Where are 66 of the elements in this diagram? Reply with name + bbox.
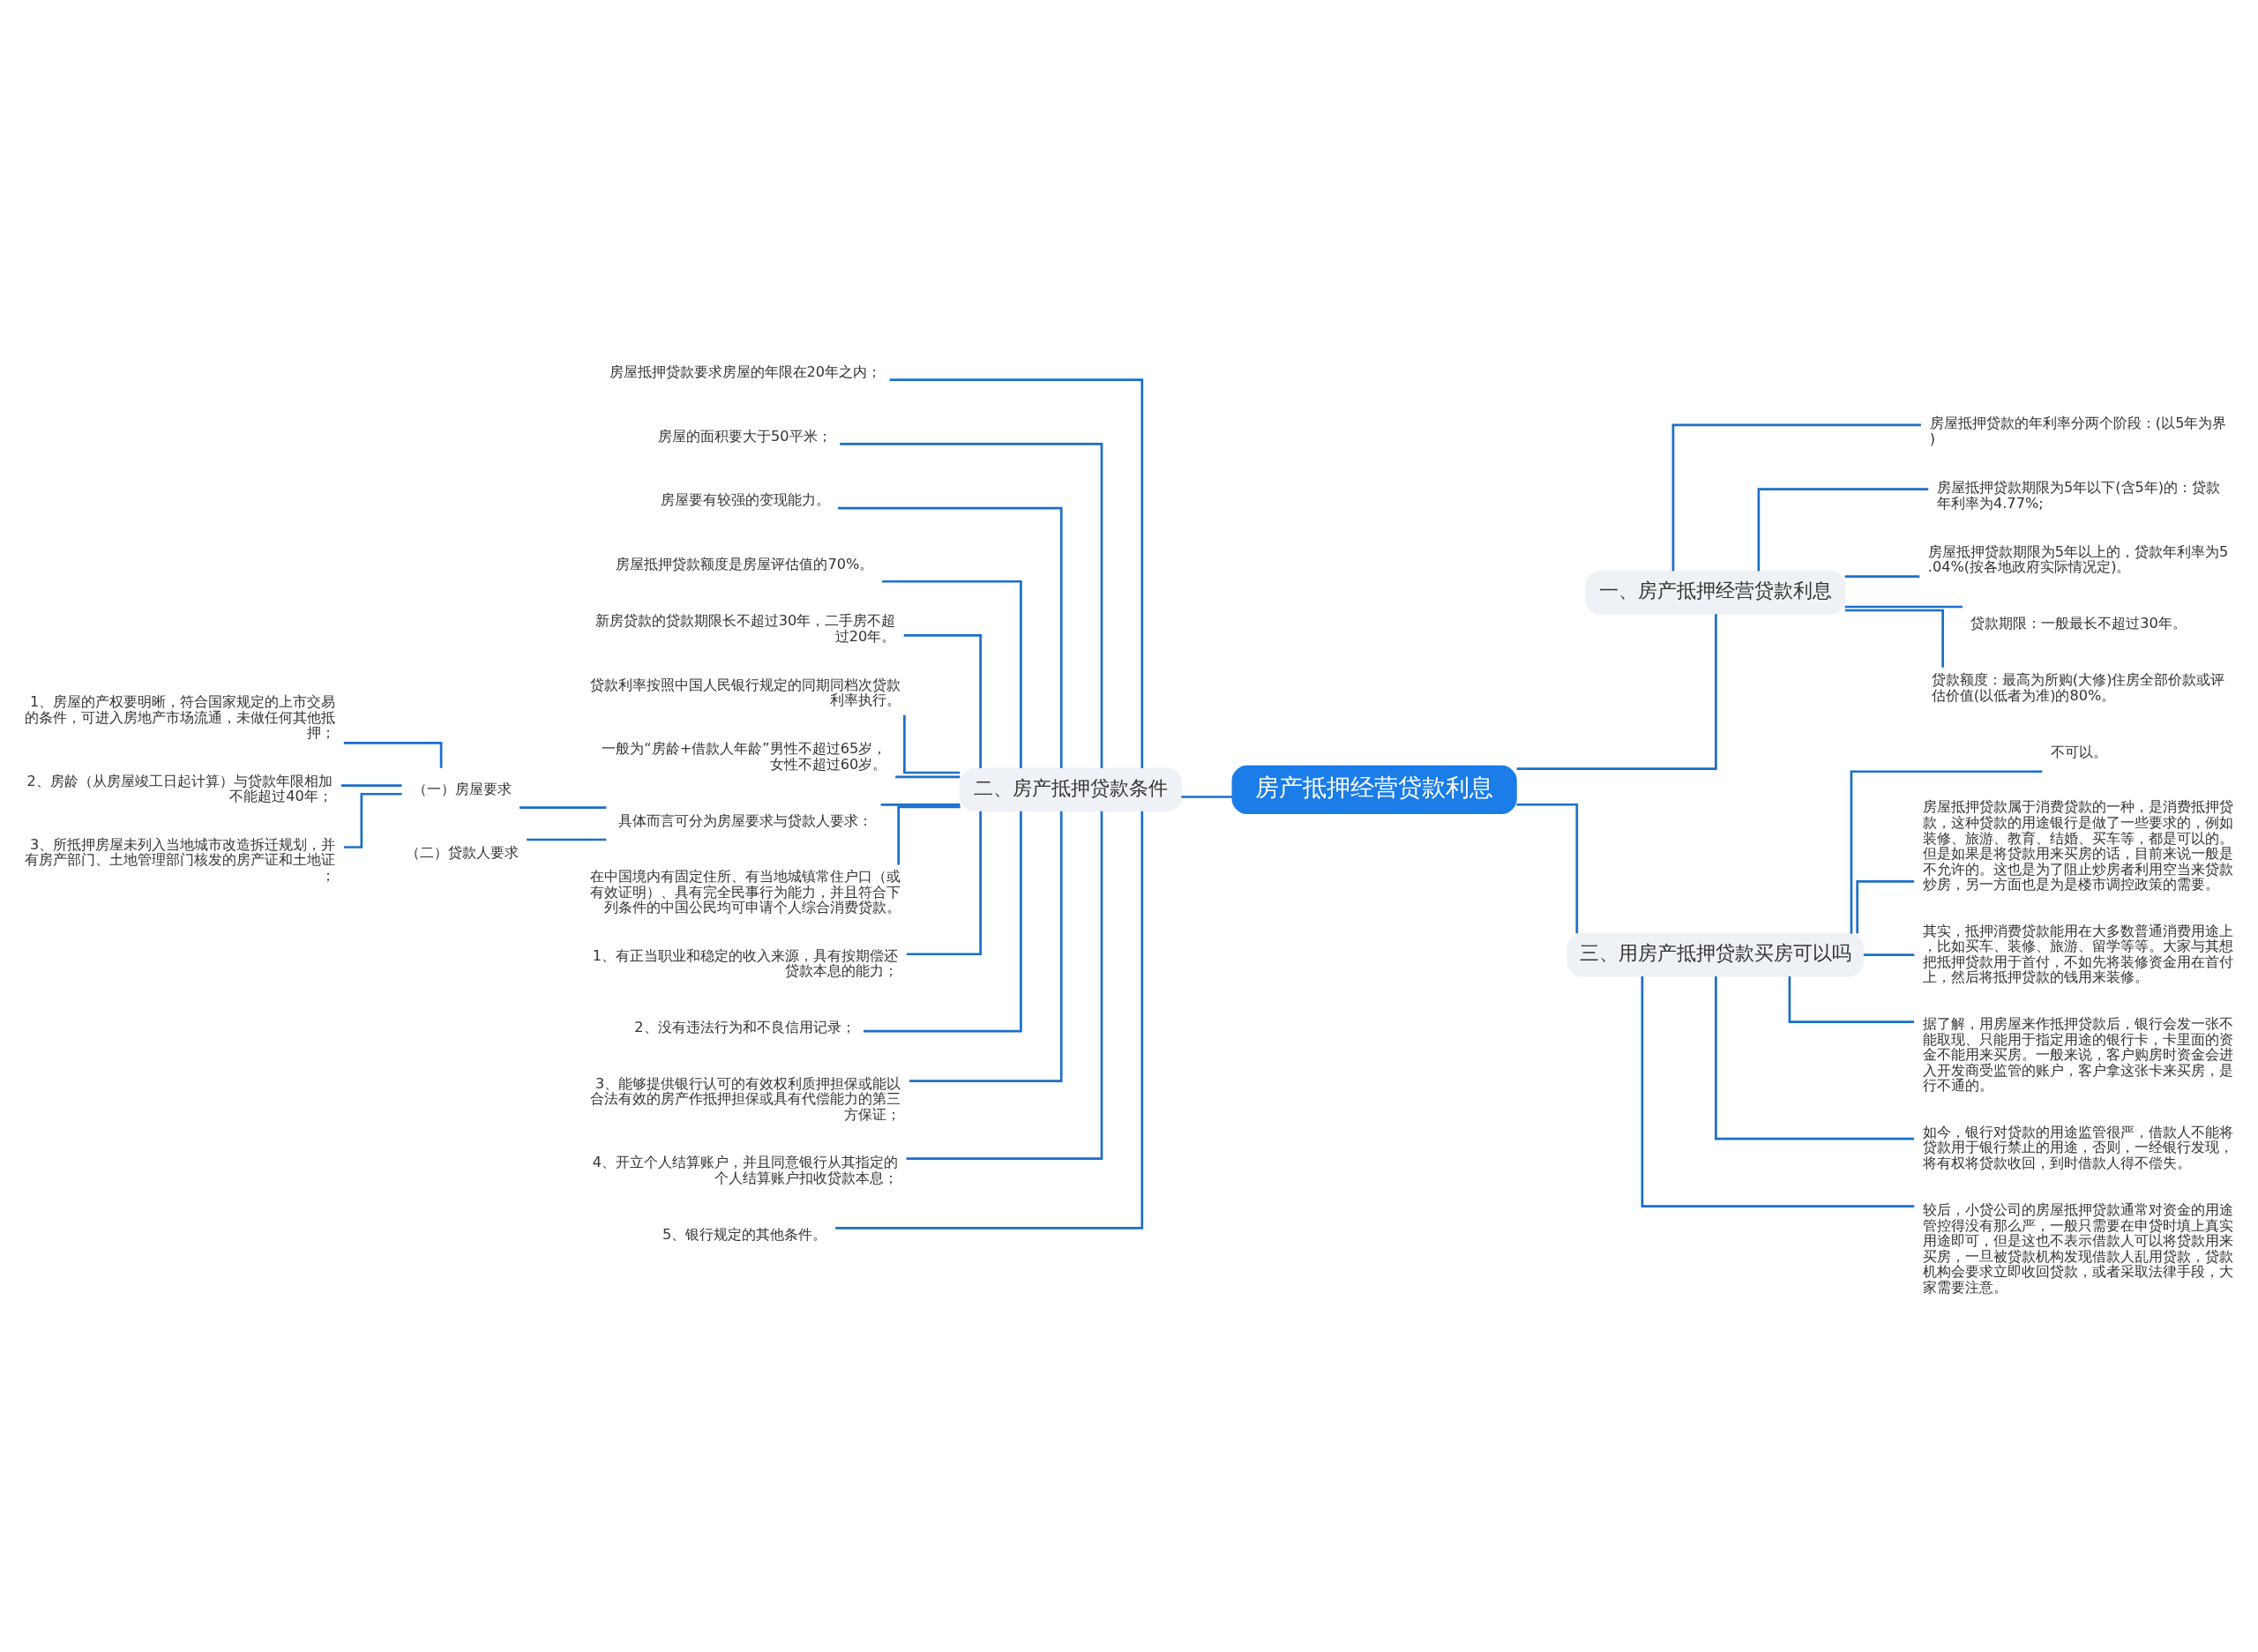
node-text: 如今，银行对贷款的用途监管很严，借款人不能将贷款用于银行禁止的用途，否则，一经银行发现，将有权将贷款收回，到时借款人得不偿失。: [1922, 1123, 2233, 1171]
node-text: 房屋抵押贷款的年利率分两个阶段：(以5年为界): [1929, 415, 2227, 447]
connector: [903, 633, 982, 769]
connector: [864, 811, 1022, 1033]
node-text: 贷款额度：最高为所购(大修)住房全部价款或评估价值(以低者为准)的80%。: [1931, 671, 2225, 704]
connector: [1641, 976, 1915, 1207]
node-text: 房屋要有较强的变现能力。: [660, 491, 830, 509]
node-text: 房屋抵押贷款要求房屋的年限在20年之内；: [609, 363, 882, 380]
connector: [1671, 423, 1921, 572]
connector: [1844, 605, 1963, 609]
node-text: 贷款利率按照中国人民银行规定的同期同档次贷款利率执行。: [590, 676, 901, 709]
connector: [527, 838, 607, 841]
node-text: （一）房屋要求: [412, 780, 512, 797]
connector: [882, 579, 1022, 769]
connector: [1516, 803, 1579, 934]
node-text: 房屋抵押贷款属于消费贷款的一种，是消费抵押贷款，这种贷款的用途银行是做了一些要求的，例如装修、旅游、教育、结婚、买车等，都是可以的。但是如果是将贷款用来买房的话，目前来说一般是不允许的。这也是为了阻止炒房者利用空当来贷款炒房，另一方面也是为是楼市调控政策的需要。: [1922, 798, 2233, 893]
connector: [1844, 575, 1920, 578]
node-text: （二）贷款人要求: [405, 844, 519, 862]
connector: [1863, 953, 1915, 956]
node-text: 具体而言可分为房屋要求与贷款人要求：: [618, 811, 873, 829]
connector: [906, 811, 982, 956]
node-box: 一、房产抵押经营贷款利息: [1585, 570, 1846, 615]
node-text: 新房贷款的贷款期限长不超过30年，二手房不超过20年。: [594, 612, 896, 645]
connector: [1757, 488, 1929, 572]
connector: [835, 811, 1144, 1230]
node-text: 2、没有违法行为和不良信用记录；: [634, 1019, 856, 1036]
connector: [1788, 976, 1914, 1023]
node-box: 三、用房产抵押贷款买房可以吗: [1566, 932, 1865, 977]
connector: [1856, 880, 1915, 934]
connector: [1516, 614, 1717, 770]
connector: [889, 378, 1144, 769]
connector: [343, 742, 443, 768]
node-text: 其实，抵押消费贷款能用在大多数普通消费用途上，比如买车、装修、旅游、留学等等。大家与其想把抵押贷款用于首付，不如先将装修资金用在首付上，然后将抵押贷款的钱用来装修。: [1922, 922, 2233, 986]
connector: [1715, 976, 1914, 1140]
connector: [897, 805, 961, 865]
connector: [840, 443, 1103, 768]
connector: [909, 811, 1063, 1082]
node-text: 房屋抵押贷款期限为5年以下(含5年)的：贷款年利率为4.77%;: [1936, 479, 2221, 512]
node-text: 据了解，用房屋来作抵押贷款后，银行会发一张不能取现、只能用于指定用途的银行卡，卡里面的资金不能用来买房。一般来说，客户购房时资金会进入开发商受监管的账户，客户拿这张卡来买房，是行不通的。: [1922, 1015, 2233, 1095]
node-box: 二、房产抵押贷款条件: [960, 767, 1182, 812]
node-text: 不可以。: [2051, 743, 2108, 760]
node-text: 3、能够提供银行认可的有效权利质押担保或能以合法有效的房产作抵押担保或具有代偿能力的第三方保证；: [590, 1074, 901, 1123]
connector: [903, 714, 961, 774]
node-text: 1、房屋的产权要明晰，符合国家规定的上市交易的条件，可进入房地产市场流通，未做任何其他抵押；: [25, 693, 336, 742]
connector: [838, 506, 1063, 768]
connector: [895, 775, 961, 779]
connector: [1181, 796, 1233, 798]
node-text: 5、银行规定的其他条件。: [662, 1225, 827, 1243]
node-text: 房屋抵押贷款额度是房屋评估值的70%。: [616, 556, 874, 573]
node-text: 较后，小贷公司的房屋抵押贷款通常对资金的用途管控得没有那么严，一般只需要在申贷时填上真实用途即可，但是这也不表示借款人可以将贷款用来买房，一旦被贷款机构发现借款人乱用贷款，贷款机构会要求立即收回贷款，或者采取法律手段，大家需要注意。: [1922, 1201, 2233, 1296]
connector: [880, 804, 961, 806]
node-text: 贷款期限：一般最长不超过30年。: [1970, 615, 2187, 632]
node-text: 房屋抵押贷款期限为5年以上的，贷款年利率为5.04%(按各地政府实际情况定)。: [1927, 542, 2229, 576]
connector: [520, 806, 607, 809]
node-text: 2、房龄（从房屋竣工日起计算）与贷款年限相加不能超过40年；: [26, 772, 333, 805]
node-text: 一般为“房龄+借款人年龄”男性不超过65岁，女性不超过60岁。: [602, 740, 887, 773]
connector: [1850, 770, 2043, 934]
connector: [906, 811, 1103, 1160]
node-text: 4、开立个人结算账户，并且同意银行从其指定的个人结算账户扣收贷款本息；: [592, 1154, 899, 1186]
node-box: 房产抵押经营贷款利息: [1231, 765, 1517, 815]
node-text: 在中国境内有固定住所、有当地城镇常住户口（或有效证明）、具有完全民事行为能力，并且符合下列条件的中国公民均可申请个人综合消费贷款。: [590, 868, 901, 916]
node-text: 1、有正当职业和稳定的收入来源，具有按期偿还贷款本息的能力；: [592, 946, 899, 980]
connector: [340, 784, 402, 787]
node-text: 3、所抵押房屋未列入当地城市改造拆迁规划，并有房产部门、土地管理部门核发的房产证和土地证；: [25, 835, 336, 884]
node-text: 房屋的面积要大于50平米；: [658, 427, 832, 445]
connector: [1844, 609, 1944, 668]
